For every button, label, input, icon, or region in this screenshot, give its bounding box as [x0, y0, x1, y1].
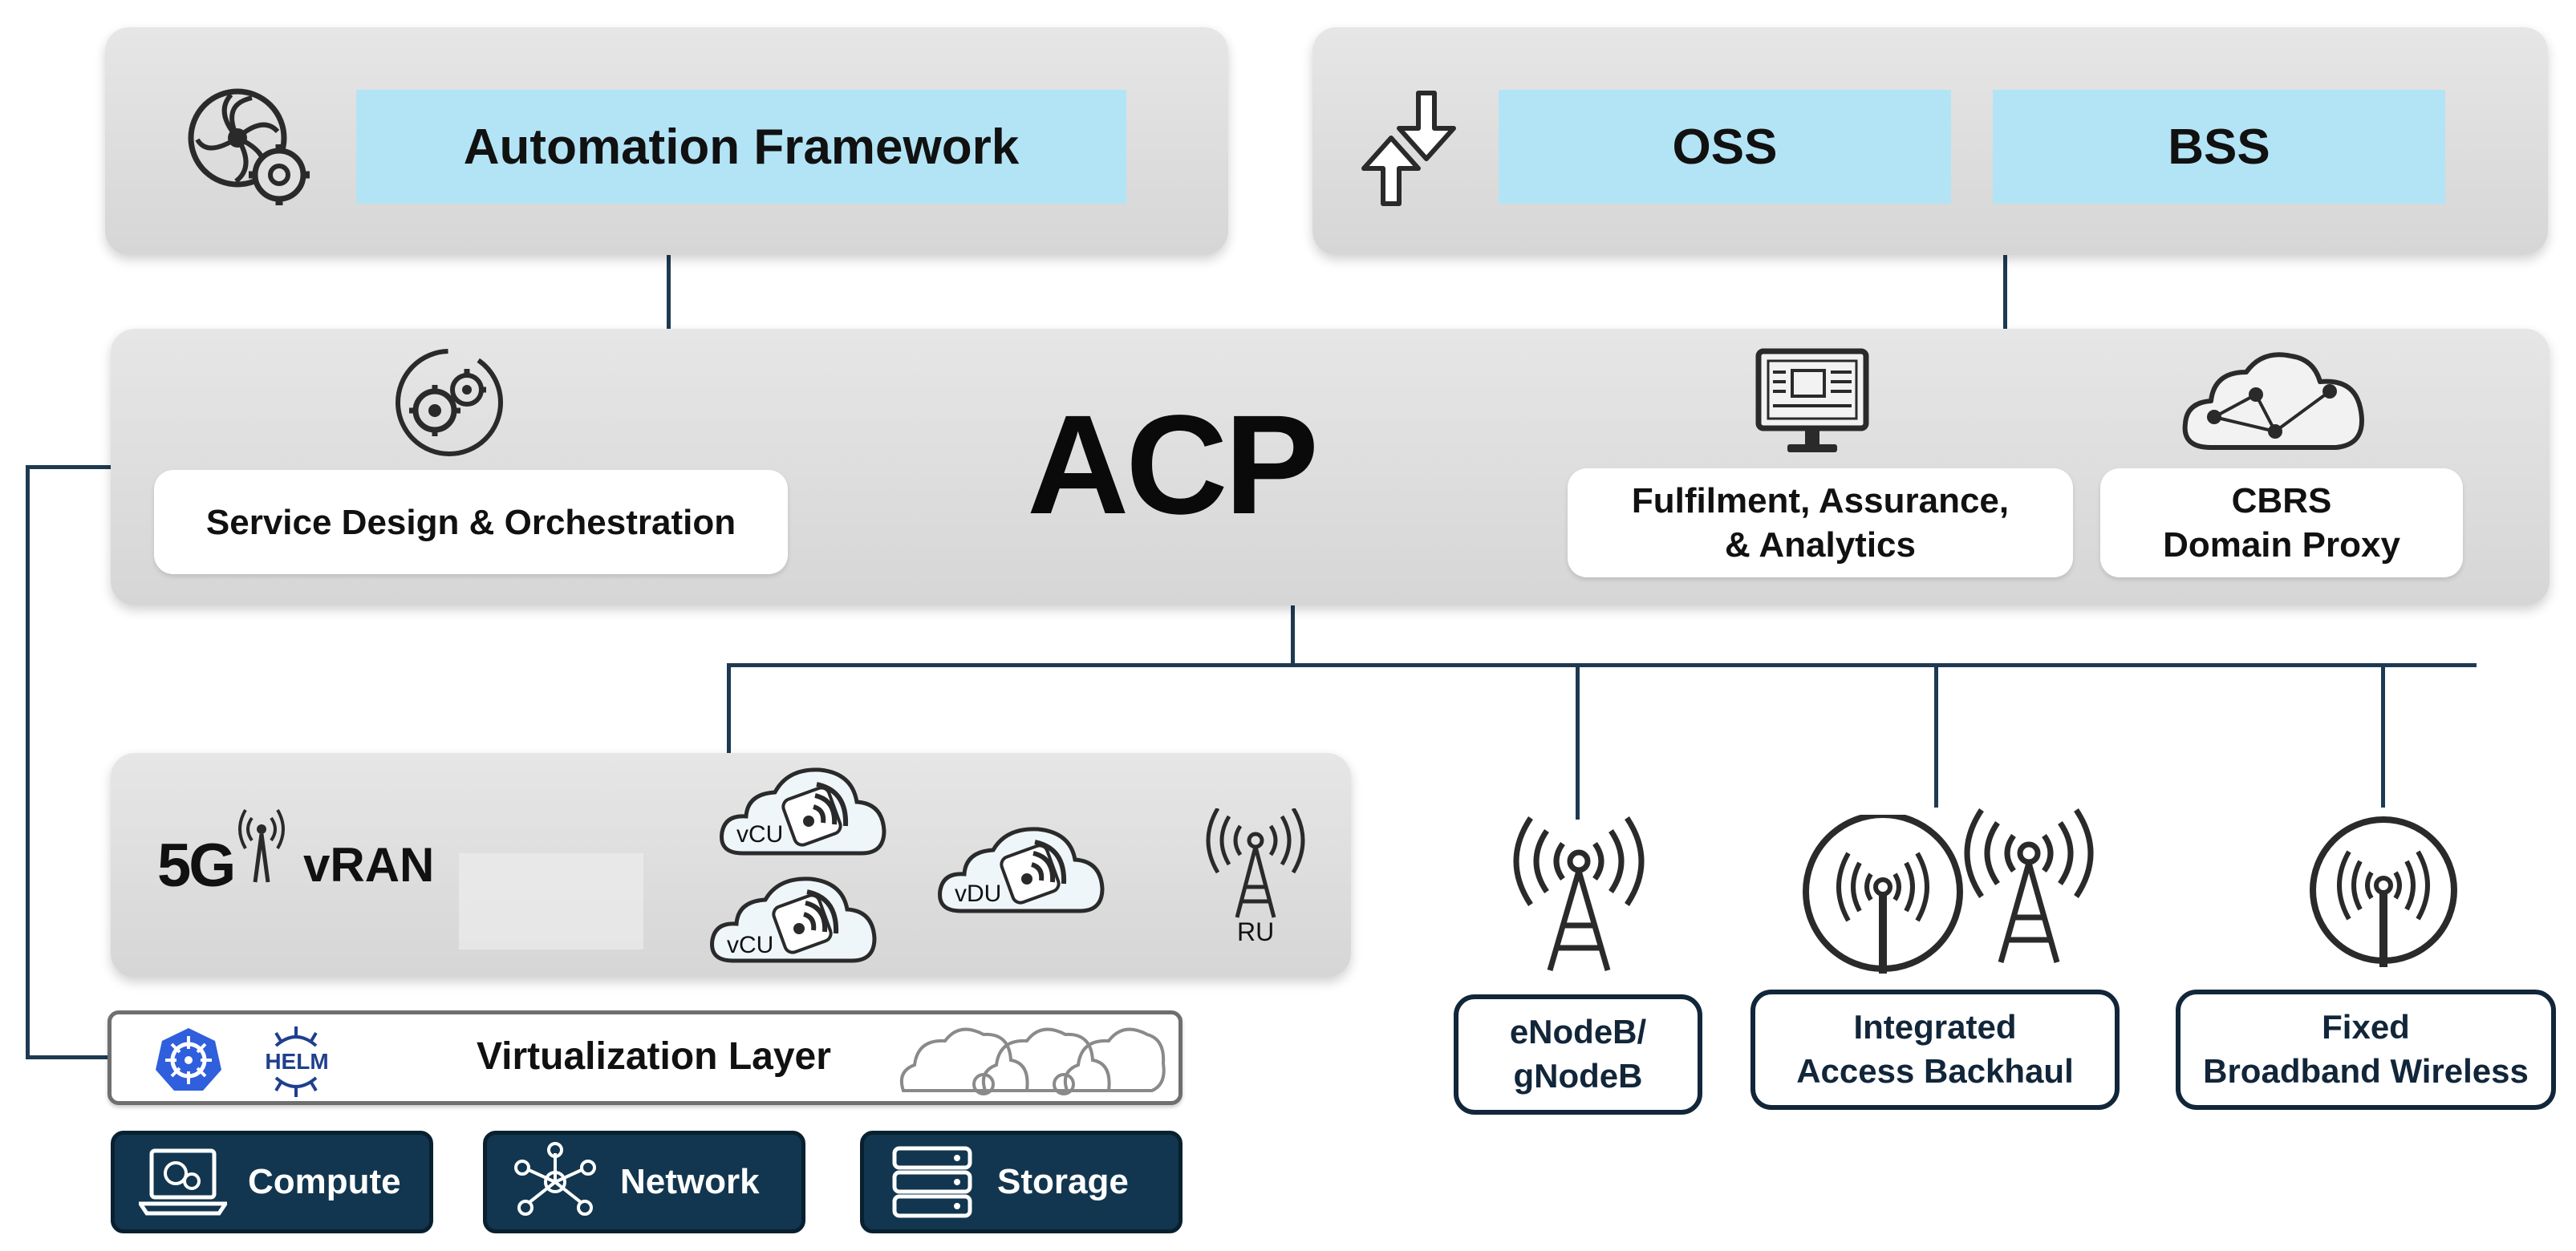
connector-bus-iab	[1934, 663, 1938, 808]
faded-placeholder	[459, 853, 643, 949]
compute-button[interactable]: Compute	[111, 1131, 433, 1233]
connector-acp-down	[1291, 605, 1295, 663]
cbrs-box[interactable]: CBRS Domain Proxy	[2100, 468, 2463, 577]
connector-bus-fbw	[2381, 663, 2385, 808]
enodeb-box[interactable]: eNodeB/ gNodeB	[1454, 994, 1702, 1115]
kubernetes-icon	[156, 1028, 221, 1091]
service-design-box[interactable]: Service Design & Orchestration	[154, 470, 788, 574]
connector-bus-enodeb	[1576, 663, 1580, 820]
fbw-label: Fixed Broadband Wireless	[2203, 1008, 2529, 1090]
connector-left-top	[26, 465, 112, 469]
vdu-cloud[interactable]: vDU	[937, 816, 1105, 925]
oss-box[interactable]: OSS	[1499, 90, 1951, 204]
helm-logo: HELM	[252, 1025, 340, 1099]
fulfilment-label: Fulfilment, Assurance, & Analytics	[1631, 481, 2010, 565]
tower-icon	[1964, 808, 2094, 963]
network-button[interactable]: Network	[483, 1131, 805, 1233]
clouds-outline-icon	[899, 1027, 1166, 1095]
laptop-icon	[139, 1148, 227, 1216]
ru-radio[interactable]: RU	[1203, 807, 1308, 953]
5g-antenna-icon	[238, 808, 285, 883]
vcu-cloud-bottom[interactable]: vCU	[709, 871, 878, 974]
automation-framework-box[interactable]: Automation Framework	[356, 90, 1126, 204]
acp-title: ACP	[1027, 387, 1319, 544]
connector-left-bottom	[26, 1055, 112, 1059]
connector-bss-acp	[2003, 255, 2007, 329]
vdu-label: vDU	[955, 881, 1002, 907]
iab-box[interactable]: Integrated Access Backhaul	[1750, 990, 2120, 1110]
vcu-cloud-top[interactable]: vCU	[719, 757, 887, 868]
connector-bus-vran	[727, 663, 731, 753]
monitor-dashboard-icon	[1755, 348, 1869, 452]
iab-label: Integrated Access Backhaul	[1796, 1008, 2074, 1090]
tower-icon	[1206, 807, 1305, 918]
helm-wheel-icon	[274, 1026, 318, 1097]
enodeb-label: eNodeB/ gNodeB	[1509, 1013, 1647, 1095]
cloud-wifi-icon	[938, 827, 1105, 913]
cloud-network-icon	[2182, 352, 2364, 450]
server-stack-icon	[892, 1146, 972, 1218]
connector-horizontal-bus	[727, 663, 2477, 667]
radio-circle-icon	[1803, 815, 1963, 974]
cbrs-label: CBRS Domain Proxy	[2163, 481, 2400, 565]
network-label: Network	[620, 1162, 760, 1201]
bss-box[interactable]: BSS	[1993, 90, 2445, 204]
network-nodes-icon	[514, 1142, 596, 1216]
vcu-label: vCU	[727, 932, 774, 958]
virtualization-label: Virtualization Layer	[477, 1035, 831, 1078]
exchange-arrows-icon	[1361, 91, 1456, 206]
vran-label: vRAN	[303, 838, 435, 892]
fulfilment-box[interactable]: Fulfilment, Assurance, & Analytics	[1568, 468, 2073, 577]
ru-label: RU	[1237, 917, 1275, 946]
5g-label: 5G	[157, 832, 236, 900]
storage-button[interactable]: Storage	[860, 1131, 1183, 1233]
turbine-gear-icon	[188, 88, 310, 205]
vcu-label: vCU	[736, 821, 784, 848]
compute-label: Compute	[248, 1162, 401, 1201]
connector-left-vertical	[26, 465, 30, 1059]
fbw-box[interactable]: Fixed Broadband Wireless	[2176, 990, 2556, 1110]
tower-icon	[1513, 816, 1645, 971]
cloud-wifi-icon	[710, 877, 877, 963]
connector-automation-acp	[667, 255, 671, 329]
cloud-wifi-icon	[720, 767, 886, 856]
radio-circle-icon	[2310, 816, 2457, 967]
helm-label: HELM	[265, 1049, 329, 1074]
storage-label: Storage	[997, 1162, 1129, 1201]
orchestration-gears-icon	[396, 349, 503, 456]
